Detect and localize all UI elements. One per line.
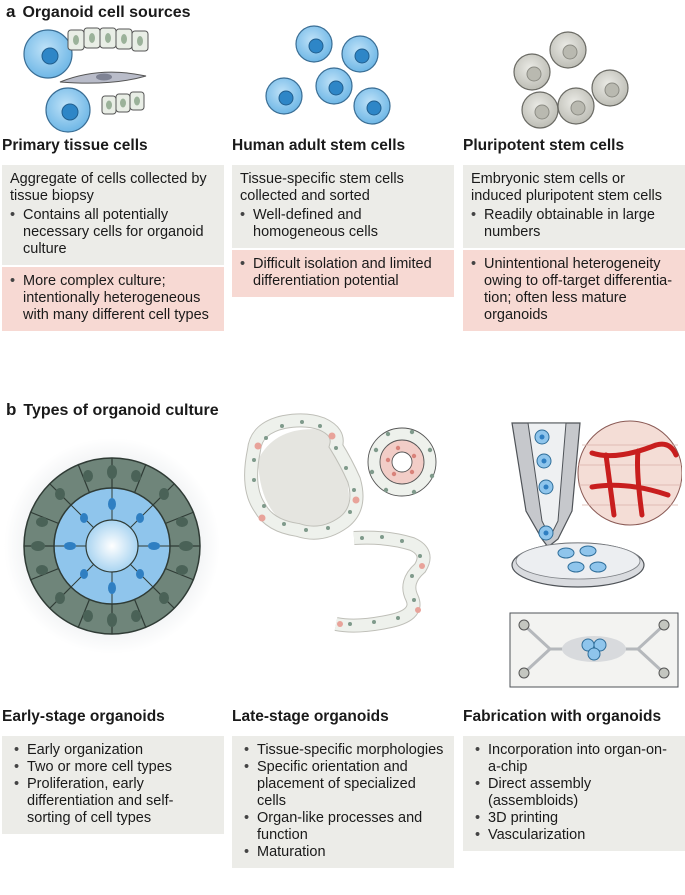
feature-item: Early organization — [14, 742, 216, 759]
adult-stem-cells-column: Human adult stem cells Tissue-specific s… — [232, 137, 454, 297]
fabrication-column: Fabrication with organoids Incorporation… — [463, 708, 685, 851]
panel-a-title: Organoid cell sources — [22, 4, 191, 21]
con-item: More complex culture; intentionally hete… — [10, 273, 216, 324]
feature-item: 3D printing — [475, 810, 677, 827]
panel-b-heading: b Types of organoid culture — [6, 400, 219, 420]
info-box: Incorporation into organ-on-a-chip Direc… — [463, 736, 685, 851]
feature-item: Maturation — [244, 844, 446, 861]
adult-stem-cells-illustration — [265, 25, 391, 125]
description: Aggregate of cells collected by tissue b… — [10, 171, 207, 204]
column-title: Human adult stem cells — [232, 137, 406, 154]
description: Tissue-specific stem cells collected and… — [240, 171, 404, 204]
con-item: Difficult isolation and limited differen… — [240, 256, 446, 290]
panel-a-letter: a — [6, 2, 16, 21]
info-box: Early organization Two or more cell type… — [2, 736, 224, 834]
column-title: Pluripotent stem cells — [463, 137, 625, 154]
info-box: Embryonic stem cells or induced pluripot… — [463, 165, 685, 248]
con-item: Unintentional heterogeneity owing to off… — [471, 256, 677, 324]
primary-tissue-cells-column: Primary tissue cells Aggregate of cells … — [2, 137, 224, 331]
info-box: Aggregate of cells collected by tissue b… — [2, 165, 224, 265]
description: Embryonic stem cells or induced pluripot… — [471, 171, 663, 204]
fabrication-illustration — [509, 420, 682, 688]
feature-item: Incorporation into organ-on-a-chip — [475, 742, 677, 776]
column-title: Early-stage organoids — [2, 708, 165, 725]
column-title: Fabrication with organoids — [463, 708, 662, 725]
feature-item: Tissue-specific morphologies — [244, 742, 446, 759]
column-title: Primary tissue cells — [2, 137, 148, 154]
feature-item: Proliferation, early differentiation and… — [14, 776, 216, 827]
feature-item: Vascularization — [475, 827, 677, 844]
limitation-box: Unintentional heterogeneity owing to off… — [463, 248, 685, 331]
primary-tissue-cells-illustration — [23, 27, 149, 133]
pro-item: Readily obtainable in large numbers — [471, 207, 677, 241]
limitation-box: More complex culture; intentionally hete… — [2, 265, 224, 331]
info-box: Tissue-specific morphologies Specific or… — [232, 736, 454, 868]
panel-b-letter: b — [6, 400, 17, 419]
pluripotent-stem-cells-column: Pluripotent stem cells Embryonic stem ce… — [463, 137, 685, 331]
late-stage-organoids-column: Late-stage organoids Tissue-specific mor… — [232, 708, 454, 868]
early-stage-organoids-column: Early-stage organoids Early organization… — [2, 708, 224, 834]
feature-item: Two or more cell types — [14, 759, 216, 776]
column-title: Late-stage organoids — [232, 708, 389, 725]
panel-a-heading: a Organoid cell sources — [6, 2, 191, 22]
limitation-box: Difficult isolation and limited differen… — [232, 248, 454, 297]
pro-item: Well-defined and homogeneous cells — [240, 207, 446, 241]
panel-b-title: Types of organoid culture — [23, 402, 219, 419]
info-box: Tissue-specific stem cells collected and… — [232, 165, 454, 248]
feature-item: Organ-like processes and function — [244, 810, 446, 844]
pro-item: Contains all potentially necessary cells… — [10, 207, 216, 258]
pluripotent-stem-cells-illustration — [513, 31, 629, 129]
feature-item: Direct assembly (assembloids) — [475, 776, 677, 810]
early-stage-organoid-illustration — [4, 438, 220, 654]
late-stage-organoids-illustration — [244, 413, 437, 633]
feature-item: Specific orientation and placement of sp… — [244, 759, 446, 810]
